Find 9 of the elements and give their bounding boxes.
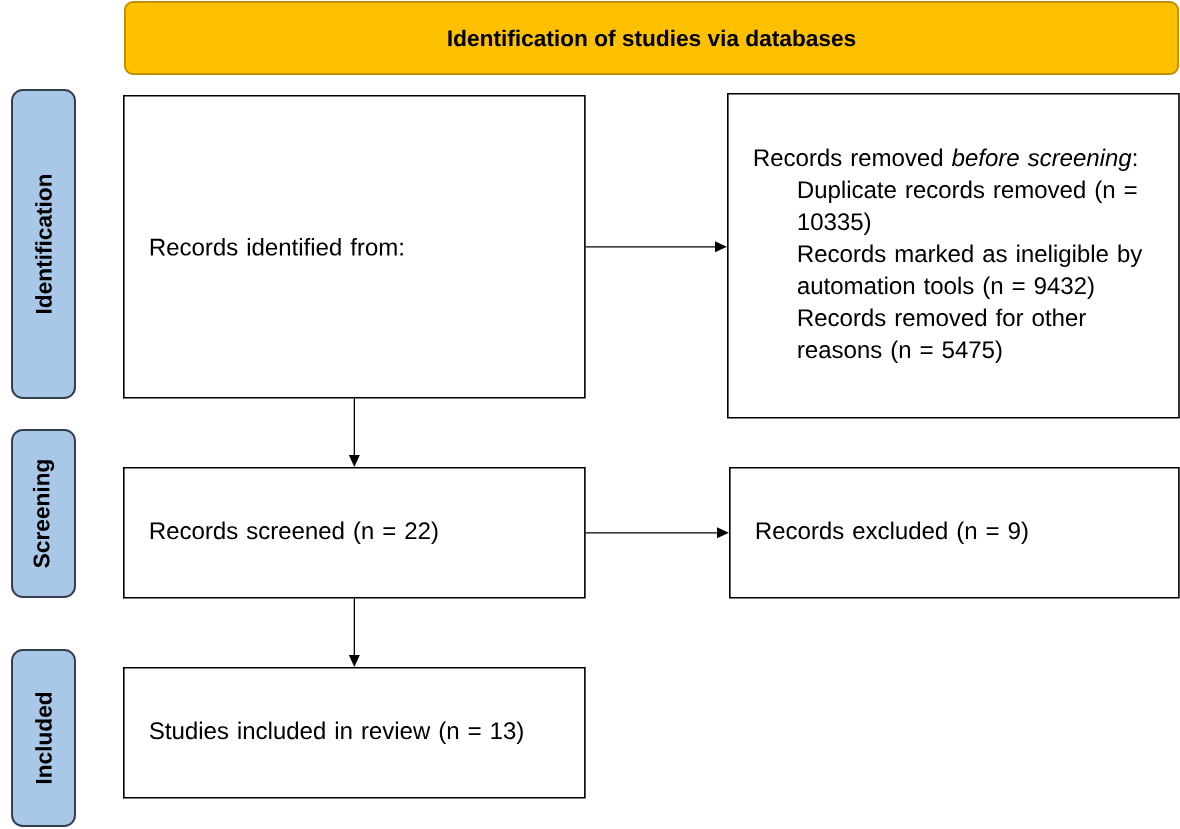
process-box: Records removed before screening: Duplicate records removed (n = 10335) Records marked as ineligible by automation tools (n = 9432) Records removed for other reasons (n = 5475) (727, 93, 1180, 419)
process-box: Studies included in review (n = 13) (123, 667, 586, 799)
process-box: Records screened (n = 22) (123, 467, 586, 599)
phase-band: Included (11, 649, 76, 827)
phase-band: Identification (11, 89, 76, 399)
process-box: Records excluded (n = 9) (729, 467, 1180, 599)
header-banner: Identification of studies via databases (123, 1, 1180, 75)
process-box: Records identified from: (123, 95, 586, 399)
phase-band: Screening (11, 429, 76, 598)
